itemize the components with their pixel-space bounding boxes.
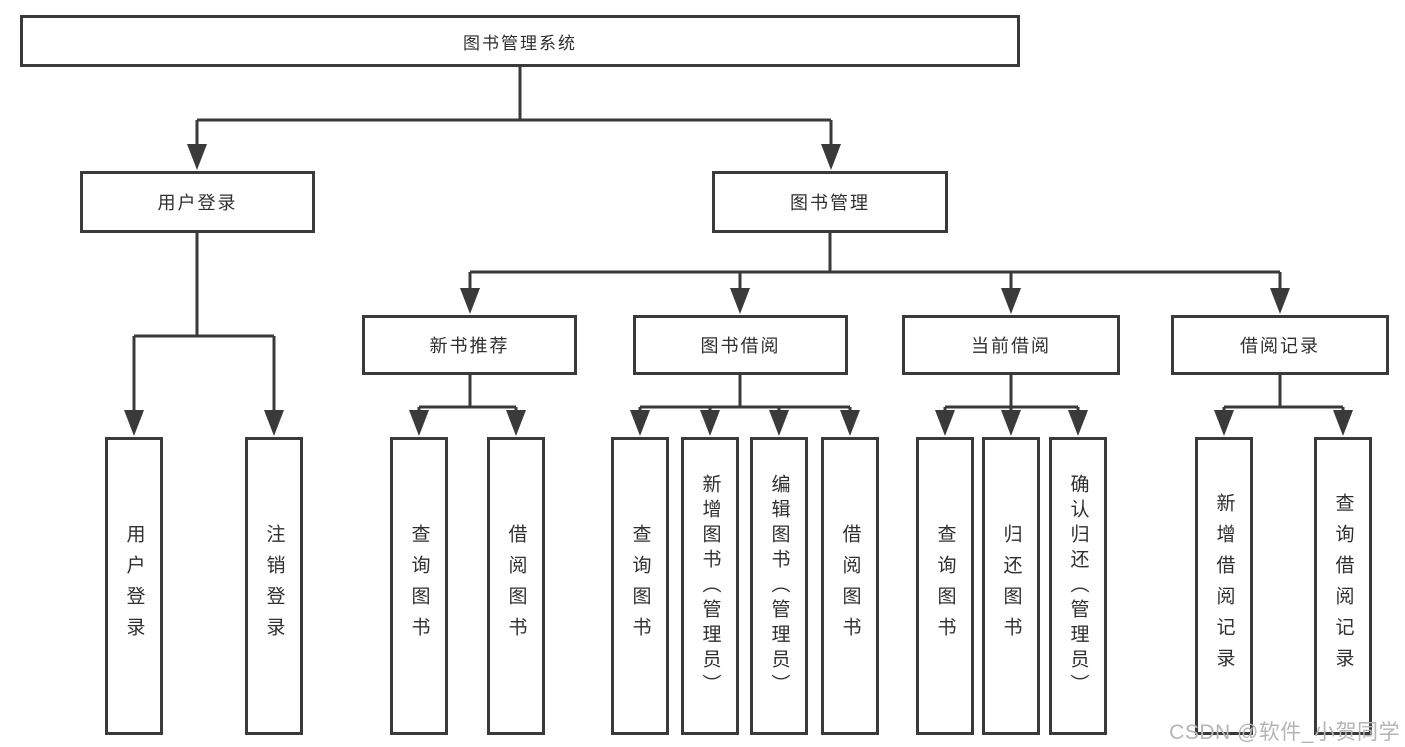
leaf-label: 查询图书 (408, 524, 430, 648)
leaf-add-borrow-record: 新增借阅记录 (1195, 437, 1253, 735)
leaf-label: 借阅图书 (839, 524, 861, 648)
node-user-login: 用户登录 (80, 171, 315, 233)
node-current-borrow: 当前借阅 (902, 315, 1120, 375)
leaf-label: 编辑图书（管理员） (768, 473, 790, 699)
node-label: 图书借阅 (700, 336, 781, 356)
leaf-logout: 注销登录 (245, 437, 303, 735)
leaf-label: 注销登录 (263, 524, 285, 648)
leaf-label: 用户登录 (123, 524, 145, 648)
node-label: 借阅记录 (1240, 336, 1320, 356)
leaf-label: 新增借阅记录 (1213, 493, 1235, 679)
node-label: 当前借阅 (971, 336, 1051, 356)
leaf-label: 归还图书 (1000, 524, 1022, 648)
node-book-borrow: 图书借阅 (633, 315, 848, 375)
leaf-return-books: 归还图书 (982, 437, 1040, 735)
leaf-edit-books-admin: 编辑图书（管理员） (750, 437, 808, 735)
node-label: 图书管理 (790, 193, 870, 213)
leaf-add-books-admin: 新增图书（管理员） (681, 437, 739, 735)
node-label: 新书推荐 (429, 336, 510, 356)
leaf-label: 确认归还（管理员） (1067, 473, 1089, 699)
leaf-label: 查询借阅记录 (1332, 493, 1354, 679)
leaf-confirm-return-admin: 确认归还（管理员） (1049, 437, 1107, 735)
node-book-management: 图书管理 (712, 171, 948, 233)
node-new-book-recommend: 新书推荐 (362, 315, 577, 375)
node-label: 用户登录 (157, 193, 238, 213)
leaf-query-borrow-record: 查询借阅记录 (1314, 437, 1372, 735)
leaf-label: 借阅图书 (505, 524, 527, 648)
node-label: 图书管理系统 (463, 33, 577, 53)
leaf-borrow-books: 借阅图书 (821, 437, 879, 735)
leaf-label: 查询图书 (629, 524, 651, 648)
node-library-management-system: 图书管理系统 (20, 15, 1020, 67)
leaf-label: 查询图书 (934, 524, 956, 648)
leaf-borrow-books: 借阅图书 (487, 437, 545, 735)
leaf-label: 新增图书（管理员） (699, 473, 721, 699)
leaf-user-login: 用户登录 (105, 437, 163, 735)
leaf-query-books: 查询图书 (390, 437, 448, 735)
leaf-query-books: 查询图书 (611, 437, 669, 735)
leaf-query-books: 查询图书 (916, 437, 974, 735)
node-borrow-record: 借阅记录 (1171, 315, 1389, 375)
csdn-watermark: CSDN @软件_小贺同学 (1169, 721, 1400, 744)
